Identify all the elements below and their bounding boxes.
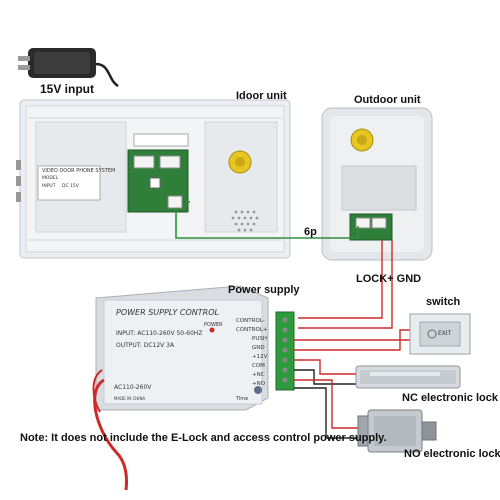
input-15v-label: 15V input xyxy=(40,82,95,96)
exit-switch xyxy=(409,313,471,355)
nc-electronic-lock xyxy=(355,365,461,389)
indoor-unit xyxy=(16,99,291,259)
psu-power: POWER xyxy=(204,322,223,328)
psu-input: INPUT: AC110-260V 50-60HZ xyxy=(116,330,203,337)
terminal-label: CONTROL- xyxy=(236,318,265,324)
psu-made: MADE IN CHINA xyxy=(114,396,146,401)
terminal-label: COM xyxy=(252,363,265,369)
power-adapter xyxy=(18,48,119,88)
no-lock-label: NO electronic lock xyxy=(404,448,500,460)
no-electronic-lock xyxy=(357,409,437,453)
indoor-unit-label: Idoor unit xyxy=(236,90,287,102)
switch-label: switch xyxy=(426,296,461,308)
terminal-label: PUSH xyxy=(252,336,267,342)
nc-lock-label: NC electronic lock xyxy=(402,392,498,404)
terminal-label: +NC xyxy=(252,372,265,378)
sticker-title: VIDEO DOOR PHONE SYSTEM xyxy=(42,168,116,174)
sticker-model: MODEL xyxy=(42,176,59,181)
psu-output: OUTPUT: DC12V 3A xyxy=(116,342,175,349)
exit-button-text: EXIT xyxy=(438,330,452,337)
terminal-label: CONTROL+ xyxy=(236,327,268,333)
psu-time: Time xyxy=(236,396,249,402)
lock-gnd-label: LOCK+ GND xyxy=(356,273,422,285)
terminal-label: +12V xyxy=(252,354,268,360)
outdoor-unit-label: Outdoor unit xyxy=(354,94,421,106)
psu-title: POWER SUPPLY CONTROL xyxy=(116,308,219,317)
power-supply-unit xyxy=(95,285,295,411)
outdoor-unit xyxy=(321,107,433,261)
psu-ac: AC110-260V xyxy=(114,384,152,391)
terminal-label: +NO xyxy=(252,381,266,387)
sticker-input-value: DC 15V xyxy=(62,184,79,189)
power-supply-label: Power supply xyxy=(228,284,300,296)
note-text: Note: It does not include the E-Lock and… xyxy=(20,432,387,444)
terminal-label: GND xyxy=(252,345,265,351)
six-pin-label: 6p xyxy=(304,226,317,238)
six-pin-wire xyxy=(175,208,359,239)
sticker-input: INPUT xyxy=(42,184,56,189)
